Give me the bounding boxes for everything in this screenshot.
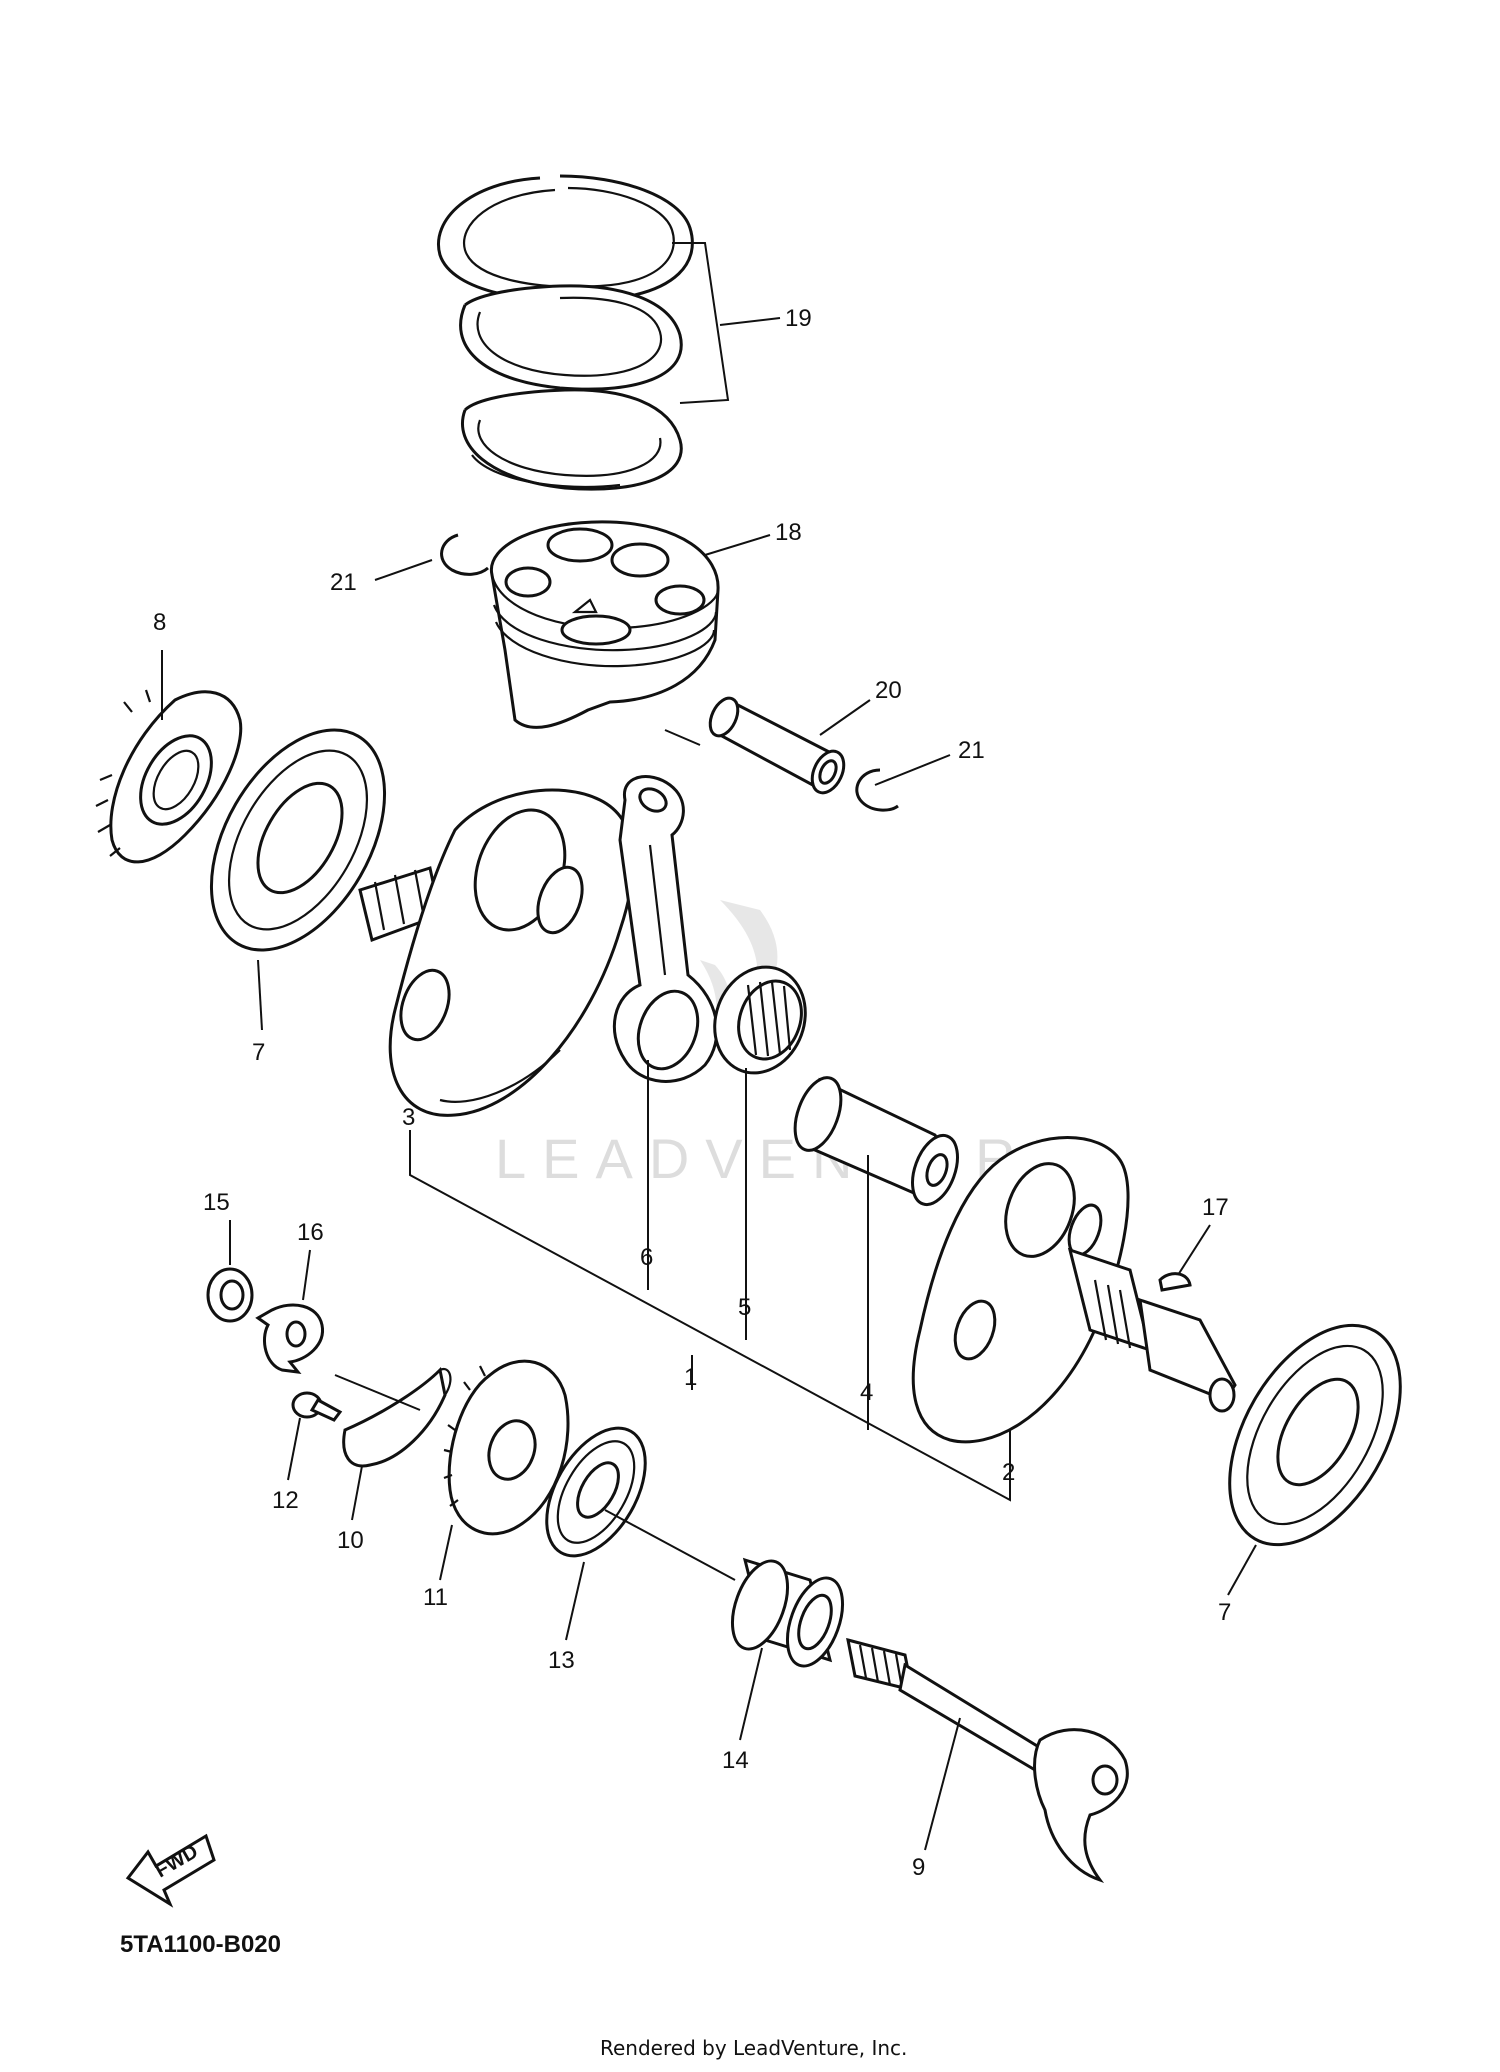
callout-7-right: 7	[1218, 1599, 1231, 1626]
fwd-arrow-icon: FWD	[125, 1833, 216, 1908]
part-5-needle-bearing[interactable]	[700, 954, 820, 1086]
part-10-balancer-weight[interactable]	[342, 1366, 452, 1468]
callout-11: 11	[423, 1584, 448, 1611]
callout-21-left: 21	[330, 569, 357, 596]
part-11-balancer-gear[interactable]	[443, 1359, 570, 1536]
part-6-connecting-rod[interactable]	[612, 775, 719, 1083]
callout-numbers: 19 18 21 20 21 8 7 3 6 5 4 1 2 17 7 15 1…	[153, 305, 1231, 1881]
part-3-crank-left[interactable]	[358, 788, 635, 1117]
callout-15: 15	[203, 1189, 230, 1216]
watermark: LEADVENTURE	[495, 1127, 1085, 1190]
leader-lines	[161, 242, 1257, 1851]
part-20-piston-pin[interactable]	[705, 694, 850, 798]
part-16-lock-washer[interactable]	[255, 1303, 324, 1374]
callout-7-left: 7	[252, 1039, 265, 1066]
callout-8: 8	[153, 609, 166, 636]
callout-1: 1	[684, 1364, 697, 1391]
part-21-circlip-right[interactable]	[855, 768, 899, 812]
callout-9: 9	[912, 1854, 925, 1881]
callout-16: 16	[297, 1219, 324, 1246]
callout-12: 12	[272, 1487, 299, 1514]
callout-4: 4	[860, 1379, 873, 1406]
part-8-primary-drive-gear[interactable]	[95, 689, 243, 864]
part-12-bolt[interactable]	[291, 1391, 343, 1422]
part-2-crank-right[interactable]	[911, 1136, 1237, 1444]
part-7-bearing-right[interactable]	[1194, 1296, 1435, 1574]
callout-13: 13	[548, 1647, 575, 1674]
callout-6: 6	[640, 1244, 653, 1271]
part-21-circlip-left[interactable]	[440, 533, 489, 576]
callout-19: 19	[785, 305, 812, 332]
part-19-piston-rings[interactable]	[437, 174, 694, 491]
part-7-bearing-left[interactable]	[176, 700, 421, 980]
part-14-needle-bearing[interactable]	[722, 1554, 854, 1674]
footer-credit: Rendered by LeadVenture, Inc.	[600, 2036, 907, 2060]
callout-21-right: 21	[958, 737, 985, 764]
callout-10: 10	[337, 1527, 364, 1554]
part-13-bearing[interactable]	[526, 1411, 665, 1572]
part-4-crank-pin[interactable]	[786, 1071, 966, 1210]
part-18-piston[interactable]	[489, 520, 720, 729]
callout-17: 17	[1202, 1194, 1229, 1221]
part-17-woodruff-key[interactable]	[1158, 1272, 1192, 1292]
callout-14: 14	[722, 1747, 749, 1774]
part-15-nut[interactable]	[206, 1267, 254, 1323]
callout-3: 3	[402, 1104, 415, 1131]
part-9-balancer-shaft[interactable]	[846, 1637, 1129, 1883]
callout-18: 18	[775, 519, 802, 546]
drawing-code: 5TA1100-B020	[120, 1931, 281, 1958]
callout-20: 20	[875, 677, 902, 704]
callout-2: 2	[1002, 1459, 1015, 1486]
callout-5: 5	[738, 1294, 751, 1321]
